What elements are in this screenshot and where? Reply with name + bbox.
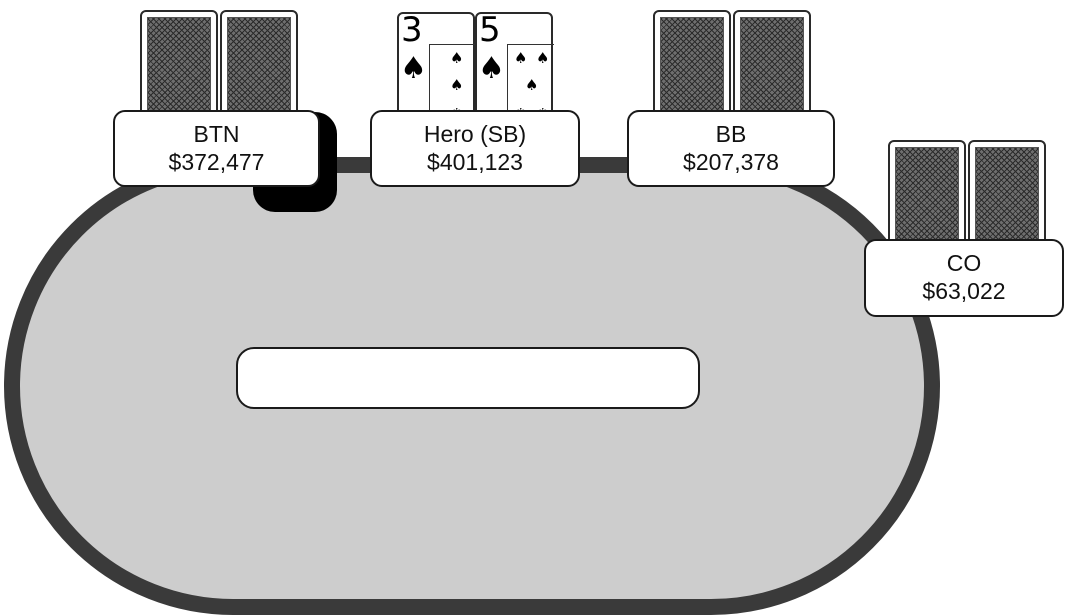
community-card-area <box>236 347 700 409</box>
spade-icon: ♠ <box>450 78 463 93</box>
player-stack: $207,378 <box>629 148 833 176</box>
spade-icon: ♠ <box>536 51 549 66</box>
player-nameplate-bb[interactable]: BB $207,378 <box>627 110 835 187</box>
player-position: Hero (SB) <box>372 120 578 148</box>
player-stack: $372,477 <box>115 148 318 176</box>
player-stack: $63,022 <box>866 277 1062 305</box>
player-position: BTN <box>115 120 318 148</box>
spade-icon: ♠ <box>450 51 463 66</box>
player-stack: $401,123 <box>372 148 578 176</box>
hero-card-2[interactable]: 5 ♠ ♠ ♠ ♠ ♠ ♠ <box>475 12 553 126</box>
card-back-icon <box>888 140 966 254</box>
card-rank: 3 <box>401 10 423 50</box>
spade-icon: ♠ <box>400 54 427 84</box>
card-back-icon <box>968 140 1046 254</box>
card-back-icon <box>733 10 811 124</box>
card-back-icon <box>220 10 298 124</box>
player-nameplate-co[interactable]: CO $63,022 <box>864 239 1064 317</box>
player-position: CO <box>866 249 1062 277</box>
spade-icon: ♠ <box>514 51 527 66</box>
card-back-icon <box>653 10 731 124</box>
hero-card-1[interactable]: 3 ♠ ♠ ♠ ♠ <box>397 12 475 126</box>
player-nameplate-hero[interactable]: Hero (SB) $401,123 <box>370 110 580 187</box>
spade-icon: ♠ <box>478 54 505 84</box>
card-rank: 5 <box>479 10 501 50</box>
spade-icon: ♠ <box>525 78 538 93</box>
player-nameplate-btn[interactable]: BTN $372,477 <box>113 110 320 187</box>
player-position: BB <box>629 120 833 148</box>
card-back-icon <box>140 10 218 124</box>
